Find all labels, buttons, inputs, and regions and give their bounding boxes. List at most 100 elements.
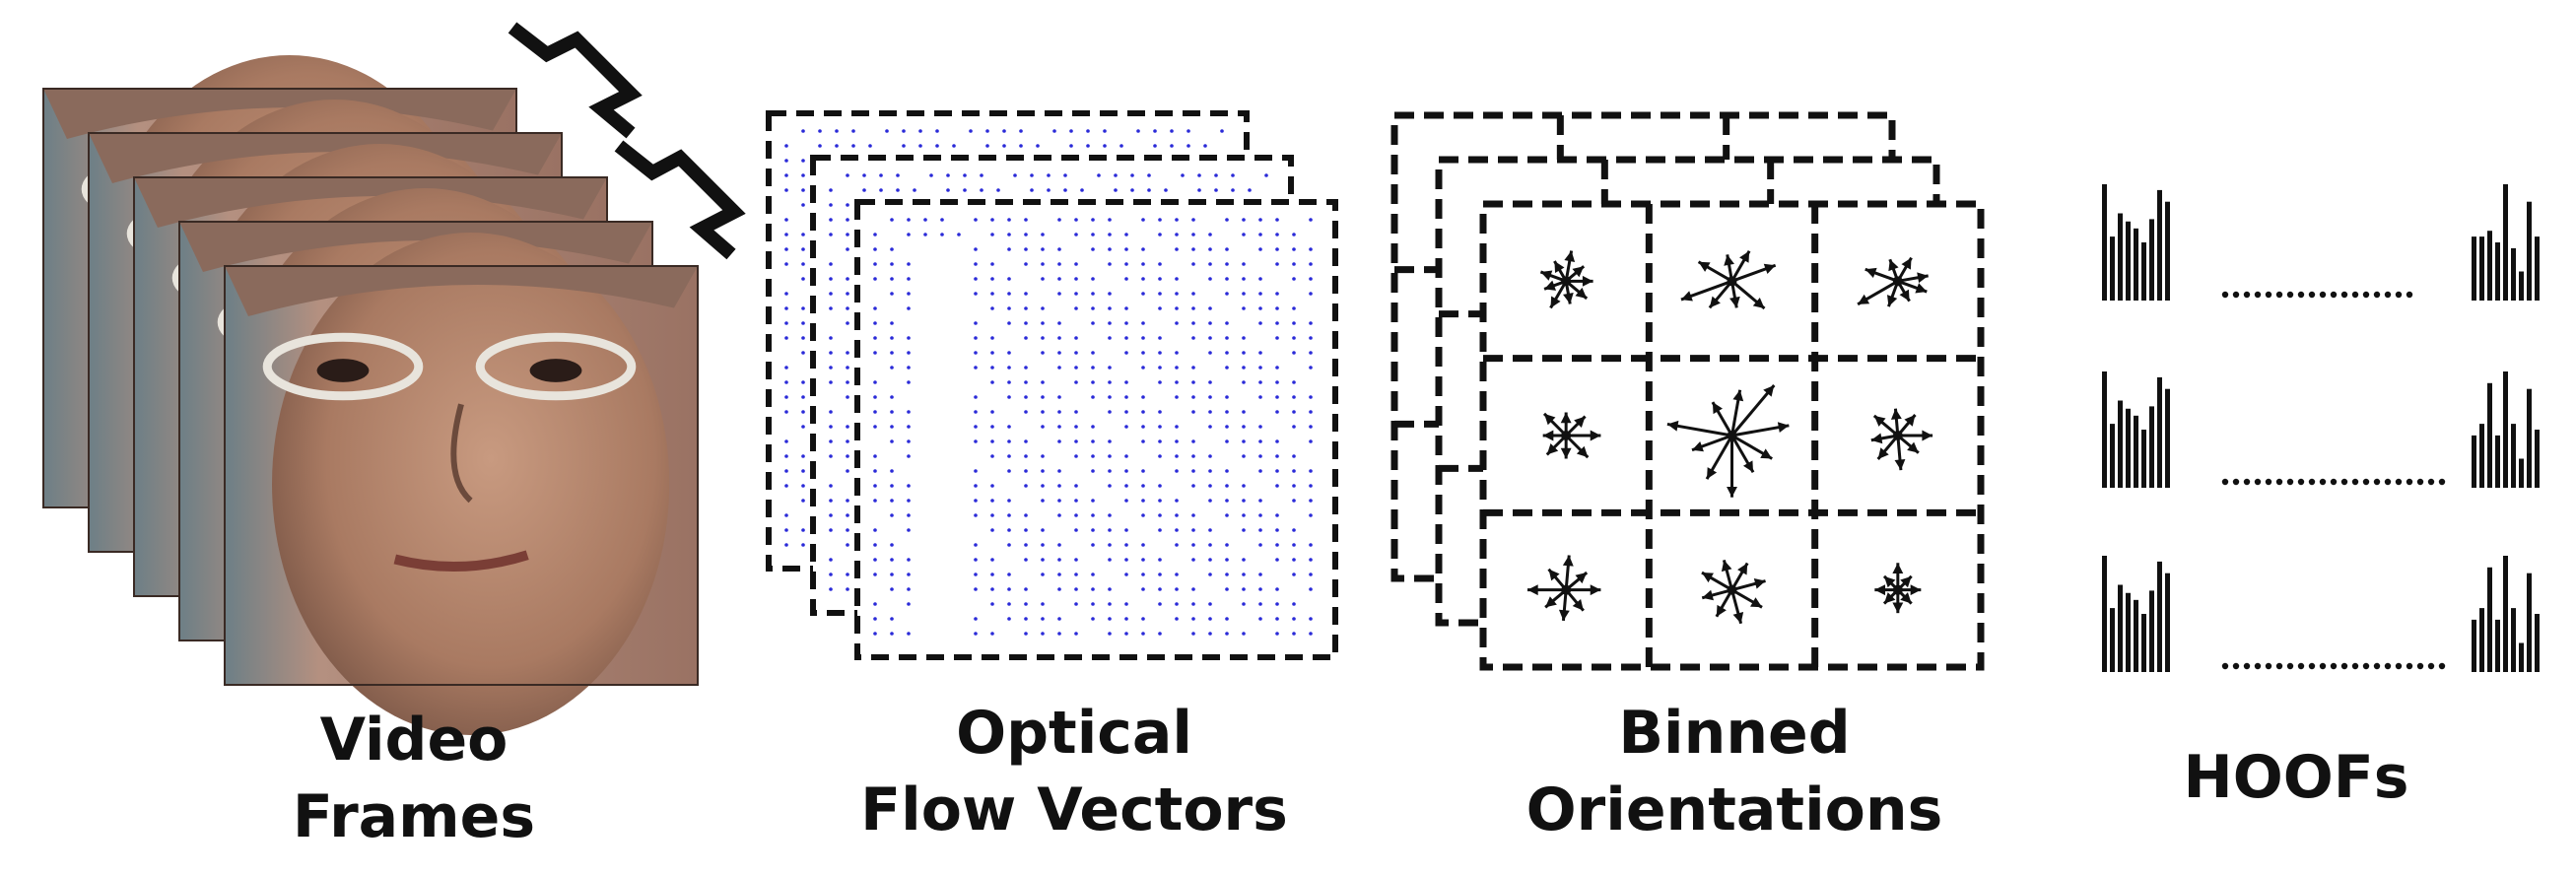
flow-dot (784, 247, 788, 251)
flow-dot (1175, 587, 1179, 591)
flow-dot (1047, 188, 1051, 192)
flow-dot (1108, 218, 1112, 222)
flow-dot (1208, 558, 1212, 562)
star-center (1561, 584, 1572, 595)
flow-dot (1208, 380, 1212, 384)
ellipsis-dot (2330, 478, 2338, 486)
flow-dot (1225, 425, 1229, 429)
flow-dot (1108, 602, 1112, 606)
flow-dot (1242, 277, 1246, 281)
ellipsis-dot (2308, 291, 2316, 299)
flow-dot (1024, 247, 1028, 251)
flow-dot (1242, 484, 1246, 488)
flow-dot (1124, 469, 1128, 473)
flow-dot (907, 380, 911, 384)
ellipsis-dot (2275, 291, 2283, 299)
flow-dot (801, 380, 805, 384)
flow-dot (1158, 484, 1162, 488)
ellipsis-dot (2232, 291, 2240, 299)
flow-dot (1208, 454, 1212, 458)
flow-dot (963, 188, 967, 192)
flow-dot (1024, 233, 1028, 236)
ellipsis-dot (2232, 662, 2240, 670)
flow-dot (1208, 247, 1212, 251)
ellipsis-dot (2319, 662, 2327, 670)
flow-dot (1242, 439, 1246, 443)
histogram-bar (2511, 424, 2516, 488)
frame-border (224, 265, 699, 686)
flow-dot (1141, 336, 1145, 340)
histogram-bar (2118, 213, 2123, 301)
flow-dot (990, 499, 994, 503)
arrow-head (1892, 563, 1904, 573)
flow-dot (1141, 573, 1145, 576)
flow-dot (1158, 499, 1162, 503)
flow-dot (1309, 469, 1313, 473)
flow-dot (1041, 573, 1045, 576)
flow-dot (1108, 306, 1112, 310)
flow-dot (829, 484, 833, 488)
flow-frame (854, 199, 1338, 660)
arrow-head (1883, 575, 1896, 588)
flow-dot (1208, 528, 1212, 532)
ellipsis-dot (2308, 478, 2316, 486)
flow-dot (846, 292, 849, 296)
flow-dot (990, 558, 994, 562)
flow-dot (896, 188, 900, 192)
flow-dot (1225, 410, 1229, 414)
flow-dot (1208, 632, 1212, 636)
arrow-head (1883, 592, 1896, 604)
flow-dot (1141, 277, 1145, 281)
histogram-bar (2141, 614, 2146, 672)
flow-dot (1158, 573, 1162, 576)
orientation-star (1542, 412, 1601, 459)
flow-dot (974, 587, 978, 591)
arrow-head (1572, 266, 1585, 278)
orientation-star (1874, 563, 1922, 614)
flow-dot (1124, 425, 1128, 429)
flow-dot (1086, 129, 1090, 133)
histogram-bar (2495, 435, 2500, 488)
flow-dot (1231, 188, 1235, 192)
flow-dot (873, 499, 877, 503)
flow-dot (1208, 484, 1212, 488)
flow-dot (873, 617, 877, 621)
flow-dot (1074, 380, 1078, 384)
arrow-head (1858, 294, 1870, 304)
flow-dot (1052, 129, 1056, 133)
flow-dot (1091, 277, 1095, 281)
arrow-head (1546, 442, 1559, 455)
flow-dot (846, 233, 849, 236)
flow-dot (907, 277, 911, 281)
flow-dot (1141, 513, 1145, 517)
flow-dot (1225, 292, 1229, 296)
flow-dot (1292, 528, 1296, 532)
flow-dot (1191, 439, 1195, 443)
flow-dot (1191, 617, 1195, 621)
flow-dot (1108, 410, 1112, 414)
flow-dot (801, 203, 805, 207)
flow-dot (1141, 543, 1145, 547)
flow-dot (846, 218, 849, 222)
flow-dot (1292, 632, 1296, 636)
flow-dot (1057, 410, 1061, 414)
flow-dot (1258, 277, 1262, 281)
flow-dot (1103, 144, 1107, 148)
flow-dot (1057, 543, 1061, 547)
histogram-bar (2495, 242, 2500, 301)
flow-dot (1091, 543, 1095, 547)
flow-dot (1057, 351, 1061, 355)
flow-dot (1007, 587, 1011, 591)
flow-dot (990, 454, 994, 458)
arrow-head (1917, 272, 1929, 284)
flow-dot (1175, 366, 1179, 370)
flow-dot (846, 499, 849, 503)
flow-dot (1208, 602, 1212, 606)
flow-dot (890, 469, 894, 473)
flow-dot (1108, 262, 1112, 266)
flow-dot (1258, 306, 1262, 310)
flow-dot (907, 587, 911, 591)
arrow-head (1777, 422, 1790, 434)
flow-dot (1124, 277, 1128, 281)
